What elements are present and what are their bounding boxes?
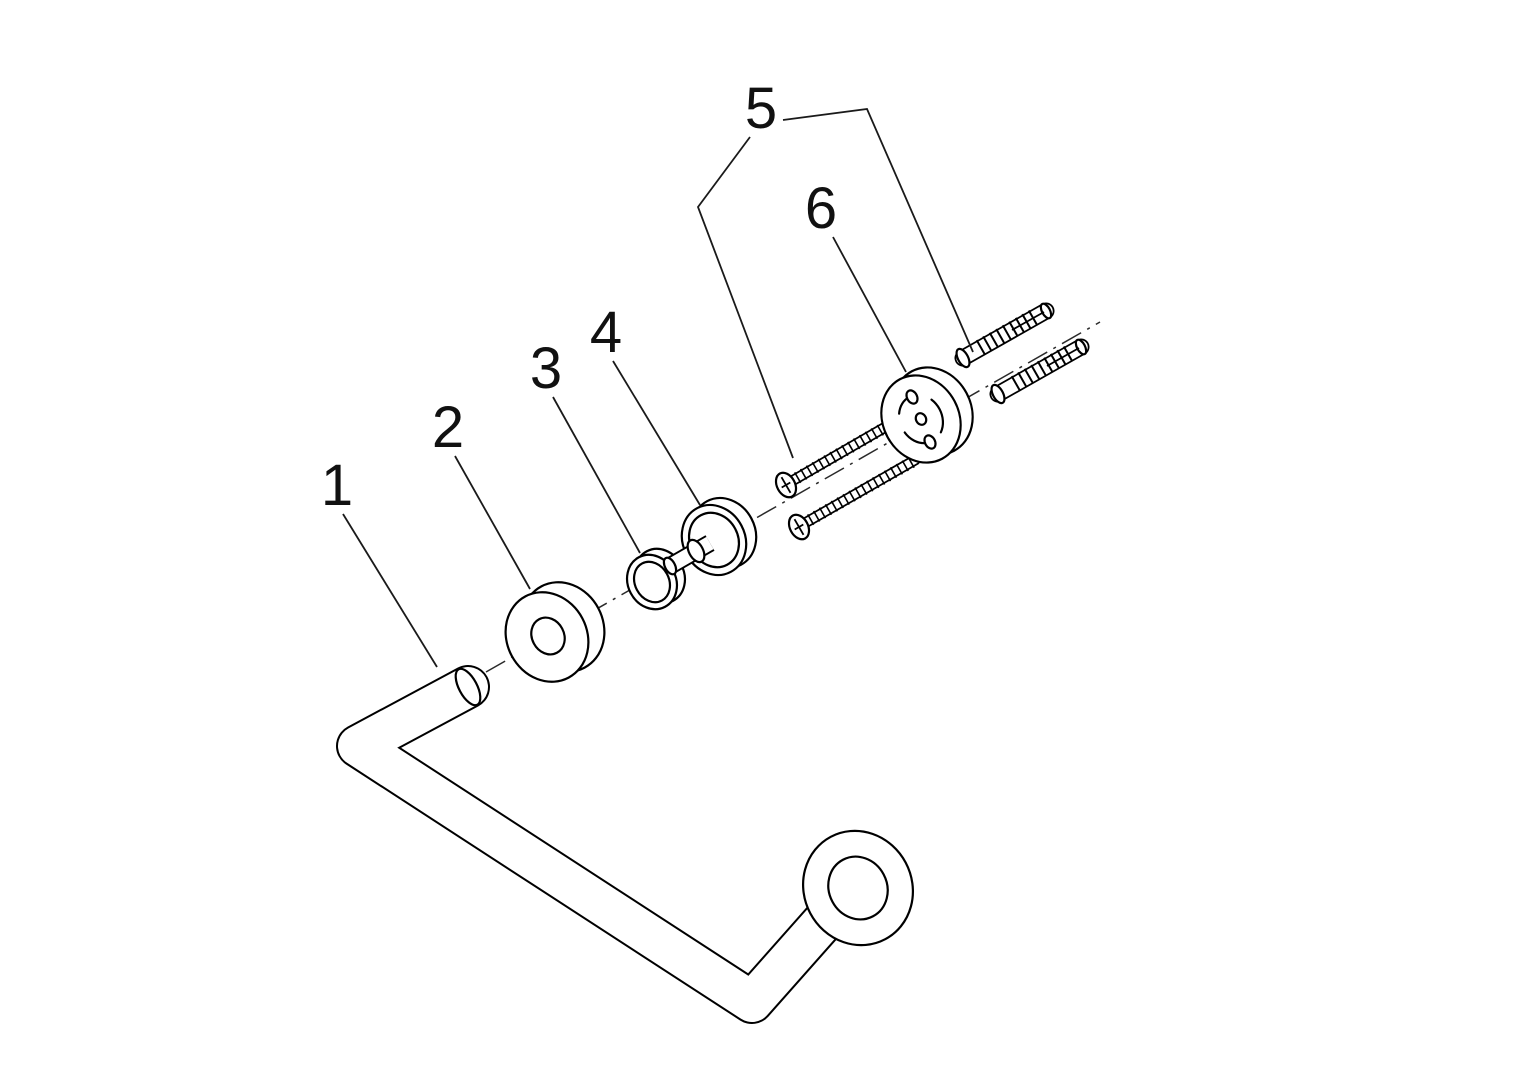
- screw-shank-fill: [801, 456, 919, 527]
- anchor-split-line: [1011, 311, 1045, 331]
- bar-open-end-cap: [454, 667, 482, 707]
- mounting-plate: [880, 366, 974, 464]
- spacer-ring: [504, 581, 606, 683]
- label-2-leader: [454, 455, 531, 590]
- screw-head-slot-cross: [794, 523, 804, 531]
- label-5-leader-right: [782, 108, 974, 353]
- post-tip-cap: [662, 556, 678, 576]
- label-4-leader: [612, 360, 701, 506]
- part-label-3: 3: [530, 336, 562, 401]
- label-1-leader: [342, 513, 438, 668]
- anchor-split-line: [1046, 347, 1080, 367]
- part-label-1: 1: [321, 453, 353, 518]
- label-3-leader: [552, 396, 641, 554]
- label-6-leader: [832, 236, 907, 373]
- label-5-leader-left: [696, 136, 794, 459]
- wall-anchor-lower: [989, 338, 1090, 405]
- part-label-2: 2: [432, 395, 464, 460]
- plate-screw-hole-lower: [923, 434, 937, 450]
- part-label-6: 6: [805, 176, 837, 241]
- plate-center-hole: [914, 412, 928, 426]
- spacer-ring-hole: [530, 616, 566, 656]
- part-label-5: 5: [745, 76, 777, 141]
- bar-tube-fill: [338, 667, 865, 1022]
- plate-screw-hole-upper: [905, 389, 919, 405]
- wall-anchor-upper: [954, 302, 1055, 369]
- towel-bar: [336, 665, 915, 1024]
- post-collar: [686, 538, 706, 564]
- anchor-collar: [955, 347, 971, 369]
- screw-lower: [787, 454, 922, 541]
- part-labels: 1 2 3 4 5 6: [321, 76, 837, 518]
- bar-wall-flange-inner: [827, 855, 889, 921]
- mounting-post: [662, 496, 758, 577]
- part-label-4: 4: [590, 300, 622, 365]
- anchor-collar: [990, 383, 1006, 405]
- screw-head-slot-cross: [781, 481, 791, 489]
- gasket-ring-hole: [632, 560, 672, 604]
- leader-lines: [342, 108, 974, 668]
